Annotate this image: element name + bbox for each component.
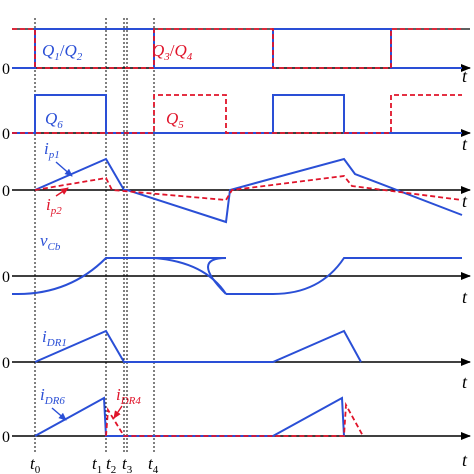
time-axis-label: t bbox=[462, 134, 468, 154]
panel-gates-q5q6: 0 t Q6 Q5 bbox=[2, 94, 471, 154]
time-axis-label: t bbox=[462, 450, 468, 470]
panel-capacitor-voltage: 0 t vCb bbox=[2, 231, 471, 307]
q5-gate-waveform bbox=[12, 94, 462, 134]
idr4-label: iDR4 bbox=[116, 385, 141, 407]
ip1-pointer-arrow bbox=[55, 161, 73, 177]
ip2-label: ip2 bbox=[46, 195, 62, 217]
zero-label: 0 bbox=[2, 269, 10, 286]
panel-rectifier-dr1: 0 t iDR1 bbox=[2, 327, 471, 392]
zero-label: 0 bbox=[2, 183, 10, 200]
q6-label: Q6 bbox=[45, 109, 63, 131]
ip2-pointer-arrow bbox=[55, 187, 69, 197]
time-axis-label: t bbox=[462, 372, 468, 392]
vcb-label: vCb bbox=[40, 231, 61, 253]
time-axis-label: t bbox=[462, 66, 468, 86]
time-marker-labels: t0 t1 t2 t3 t4 bbox=[30, 454, 159, 474]
q5-label: Q5 bbox=[166, 109, 184, 131]
ip1-label: ip1 bbox=[44, 139, 60, 161]
q1q2-label: Q1/Q2 bbox=[42, 41, 83, 63]
q3q4-label: Q3/Q4 bbox=[152, 41, 193, 63]
vcb-waveform-falling bbox=[153, 257, 227, 295]
ip2-waveform bbox=[34, 175, 463, 201]
t3-label: t3 bbox=[122, 454, 133, 474]
time-marker-lines bbox=[34, 18, 155, 452]
time-axis-label: t bbox=[462, 287, 468, 307]
ip1-waveform bbox=[34, 157, 463, 224]
idr4-waveform bbox=[105, 401, 364, 437]
panel-rectifier-dr6: 0 t iDR6 iDR4 bbox=[2, 385, 471, 470]
idr6-waveform bbox=[34, 396, 345, 437]
zero-label: 0 bbox=[2, 355, 10, 372]
q3q4-gate-waveform bbox=[12, 28, 462, 69]
t2-label: t2 bbox=[106, 454, 116, 474]
vcb-waveform bbox=[12, 257, 462, 295]
time-axis-label: t bbox=[462, 191, 468, 211]
t0-label: t0 bbox=[30, 454, 41, 474]
idr1-label: iDR1 bbox=[42, 327, 67, 349]
t1-label: t1 bbox=[92, 454, 102, 474]
panel-gates-q1q4: 0 t Q1/Q2 Q3/Q4 bbox=[2, 28, 471, 86]
panel-primary-current: 0 t ip1 ip2 bbox=[2, 139, 471, 224]
zero-label: 0 bbox=[2, 126, 10, 143]
idr6-pointer-arrow bbox=[51, 407, 67, 421]
idr4-pointer-arrow bbox=[113, 405, 123, 419]
idr1-waveform bbox=[34, 329, 362, 363]
zero-label: 0 bbox=[2, 429, 10, 446]
idr6-label: iDR6 bbox=[40, 385, 65, 407]
zero-label: 0 bbox=[2, 61, 10, 78]
q6-gate-waveform bbox=[12, 94, 462, 134]
t4-label: t4 bbox=[148, 454, 159, 474]
